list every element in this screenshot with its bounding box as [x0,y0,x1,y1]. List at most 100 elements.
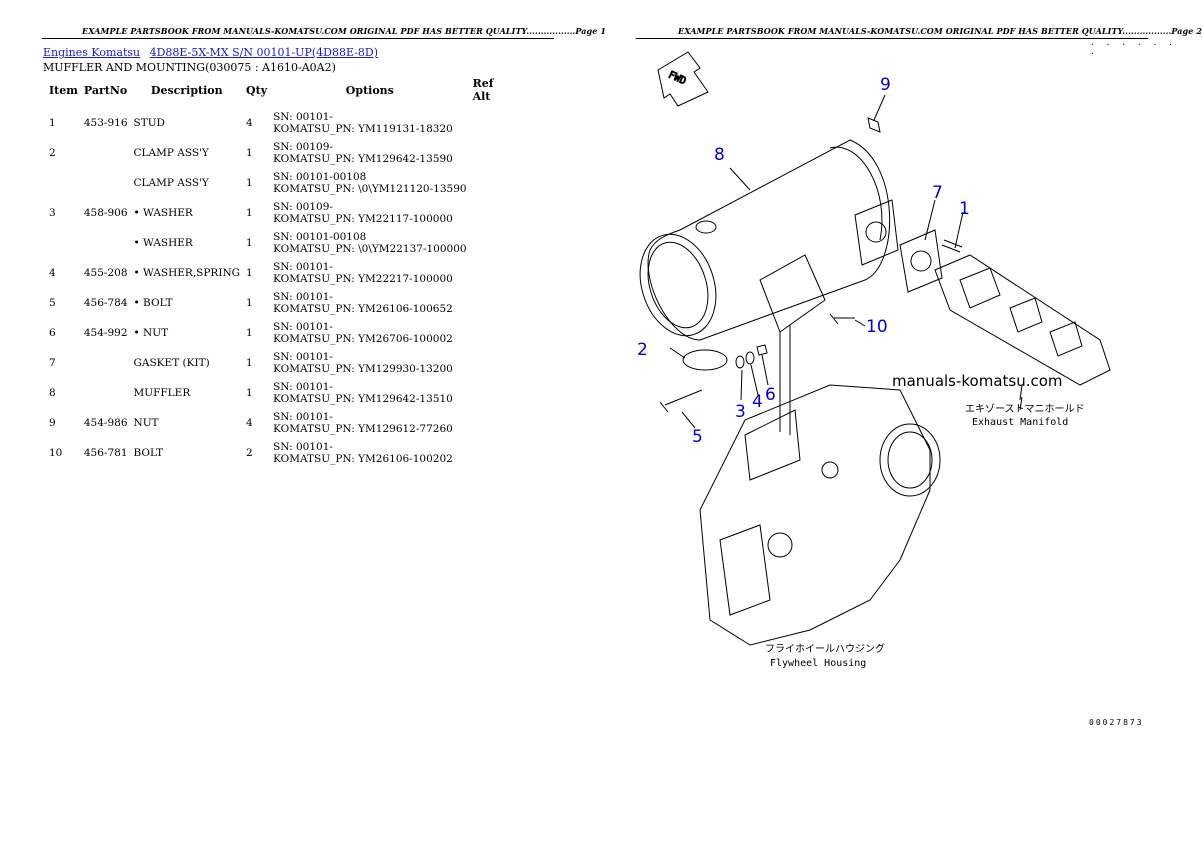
option-sn: SN: 00101-00108 [273,231,367,243]
option-komatsu-pn: KOMATSU_PN: YM129930-13200 [273,363,453,375]
part-number: 454-986 [83,417,128,429]
option-sn: SN: 00101- [273,261,333,273]
callout-leaders [669,94,1023,429]
breadcrumb-link-model[interactable]: 4D88E-5X-MX S/N 00101-UP(4D88E-8D) [149,46,379,59]
breadcrumb-link-engines[interactable]: Engines Komatsu [43,46,141,59]
item-number [44,168,81,198]
document-code: 00027873 [1089,718,1144,727]
ref-alt [470,348,516,378]
page-header-left: EXAMPLE PARTSBOOK FROM MANUALS-KOMATSU.C… [82,26,606,36]
callout-8: 8 [714,145,725,165]
header-rule-left [42,38,554,39]
part-qty: 2 [246,447,253,459]
option-sn: SN: 00101- [273,411,333,423]
part-description: NUT [133,417,159,429]
part-options: SN: 00101-KOMATSU_PN: YM129930-13200 [270,348,469,378]
item-number [44,228,81,258]
ref-alt [470,108,516,138]
exhaust-manifold-drawing [934,254,1111,386]
col-options-header: Options [345,83,394,97]
callout-3: 3 [735,402,746,422]
part-number: 455-208 [83,267,128,279]
callout-10: 10 [866,317,888,337]
nut-9-drawing [867,117,881,133]
callout-1: 1 [959,199,970,219]
part-number [81,378,131,408]
option-komatsu-pn: KOMATSU_PN: \0\YM22137-100000 [273,243,467,255]
ref-alt [470,138,516,168]
ref-alt [470,258,516,288]
part-qty: 1 [246,387,253,399]
bolt-5-drawing [659,389,703,413]
option-sn: SN: 00101-00108 [273,171,367,183]
part-qty: 1 [246,207,253,219]
col-item-header: Item [49,83,78,97]
nut-6-drawing [756,344,768,356]
part-qty: 1 [246,327,253,339]
part-number: 453-916 [83,117,128,129]
option-sn: SN: 00101- [273,441,333,453]
item-number: 5 [49,297,56,309]
flywheel-housing-label-en: Flywheel Housing [770,658,866,669]
part-qty: 1 [246,357,253,369]
part-description: • WASHER,SPRING [133,267,241,279]
option-komatsu-pn: KOMATSU_PN: YM22217-100000 [273,273,453,285]
parts-table: Item PartNo Description Qty Options Ref … [44,76,516,468]
item-number: 4 [49,267,56,279]
col-partno-header: PartNo [83,83,128,97]
part-options: SN: 00101-KOMATSU_PN: YM129642-13510 [270,378,469,408]
part-options: SN: 00101-KOMATSU_PN: YM26106-100202 [270,438,469,468]
part-qty: 1 [246,267,253,279]
item-number: 8 [49,387,56,399]
bolt-10-drawing [829,313,855,325]
callout-5: 5 [692,427,703,447]
col-refalt-header: Ref Alt [472,77,494,103]
option-sn: SN: 00101- [273,111,333,123]
col-qty-header: Qty [246,83,268,97]
ref-alt [470,228,516,258]
muffler-drawing [639,139,899,435]
part-number: 456-781 [83,447,128,459]
stud-drawing [941,239,963,253]
part-number: 454-992 [83,327,128,339]
spring-washer-drawing [745,351,755,365]
flywheel-housing-label-jp: フライホイールハウジング [765,642,885,655]
breadcrumb: Engines Komatsu 4D88E-5X-MX S/N 00101-UP… [43,46,384,59]
option-komatsu-pn: KOMATSU_PN: YM129612-77260 [273,423,453,435]
part-number [81,348,131,378]
gasket-drawing [899,229,943,293]
part-number [81,228,131,258]
top-dots: · · · · · · · [1090,40,1176,58]
flywheel-housing-drawing [699,384,941,646]
callout-4: 4 [752,392,763,412]
part-qty: 1 [246,237,253,249]
part-description: BOLT [133,447,164,459]
part-options: SN: 00101-KOMATSU_PN: YM26106-100652 [270,288,469,318]
washer-drawing [735,355,745,369]
parts-table-header: Item PartNo Description Qty Options Ref … [44,76,516,108]
part-qty: 4 [246,117,253,129]
ref-alt [470,198,516,228]
ref-alt [470,288,516,318]
part-qty: 1 [246,177,253,189]
option-komatsu-pn: KOMATSU_PN: YM26106-100202 [273,453,453,465]
part-options: SN: 00101-KOMATSU_PN: YM22217-100000 [270,258,469,288]
table-row: 4 455-208 • WASHER,SPRING 1 SN: 00101-KOMATS… [44,258,516,288]
option-sn: SN: 00101- [273,351,333,363]
item-number: 1 [49,117,56,129]
part-options: SN: 00109-KOMATSU_PN: YM129642-13590 [270,138,469,168]
exhaust-manifold-label-jp: エキゾーストマニホールド [965,403,1085,415]
part-options: SN: 00109-KOMATSU_PN: YM22117-100000 [270,198,469,228]
part-description: • WASHER [133,237,193,249]
part-number [81,168,131,198]
watermark-text: manuals-komatsu.com [892,372,1063,390]
option-komatsu-pn: KOMATSU_PN: YM26106-100652 [273,303,453,315]
section-title: MUFFLER AND MOUNTING(030075 : A1610-A0A2… [43,61,336,74]
part-number: 458-906 [83,207,128,219]
